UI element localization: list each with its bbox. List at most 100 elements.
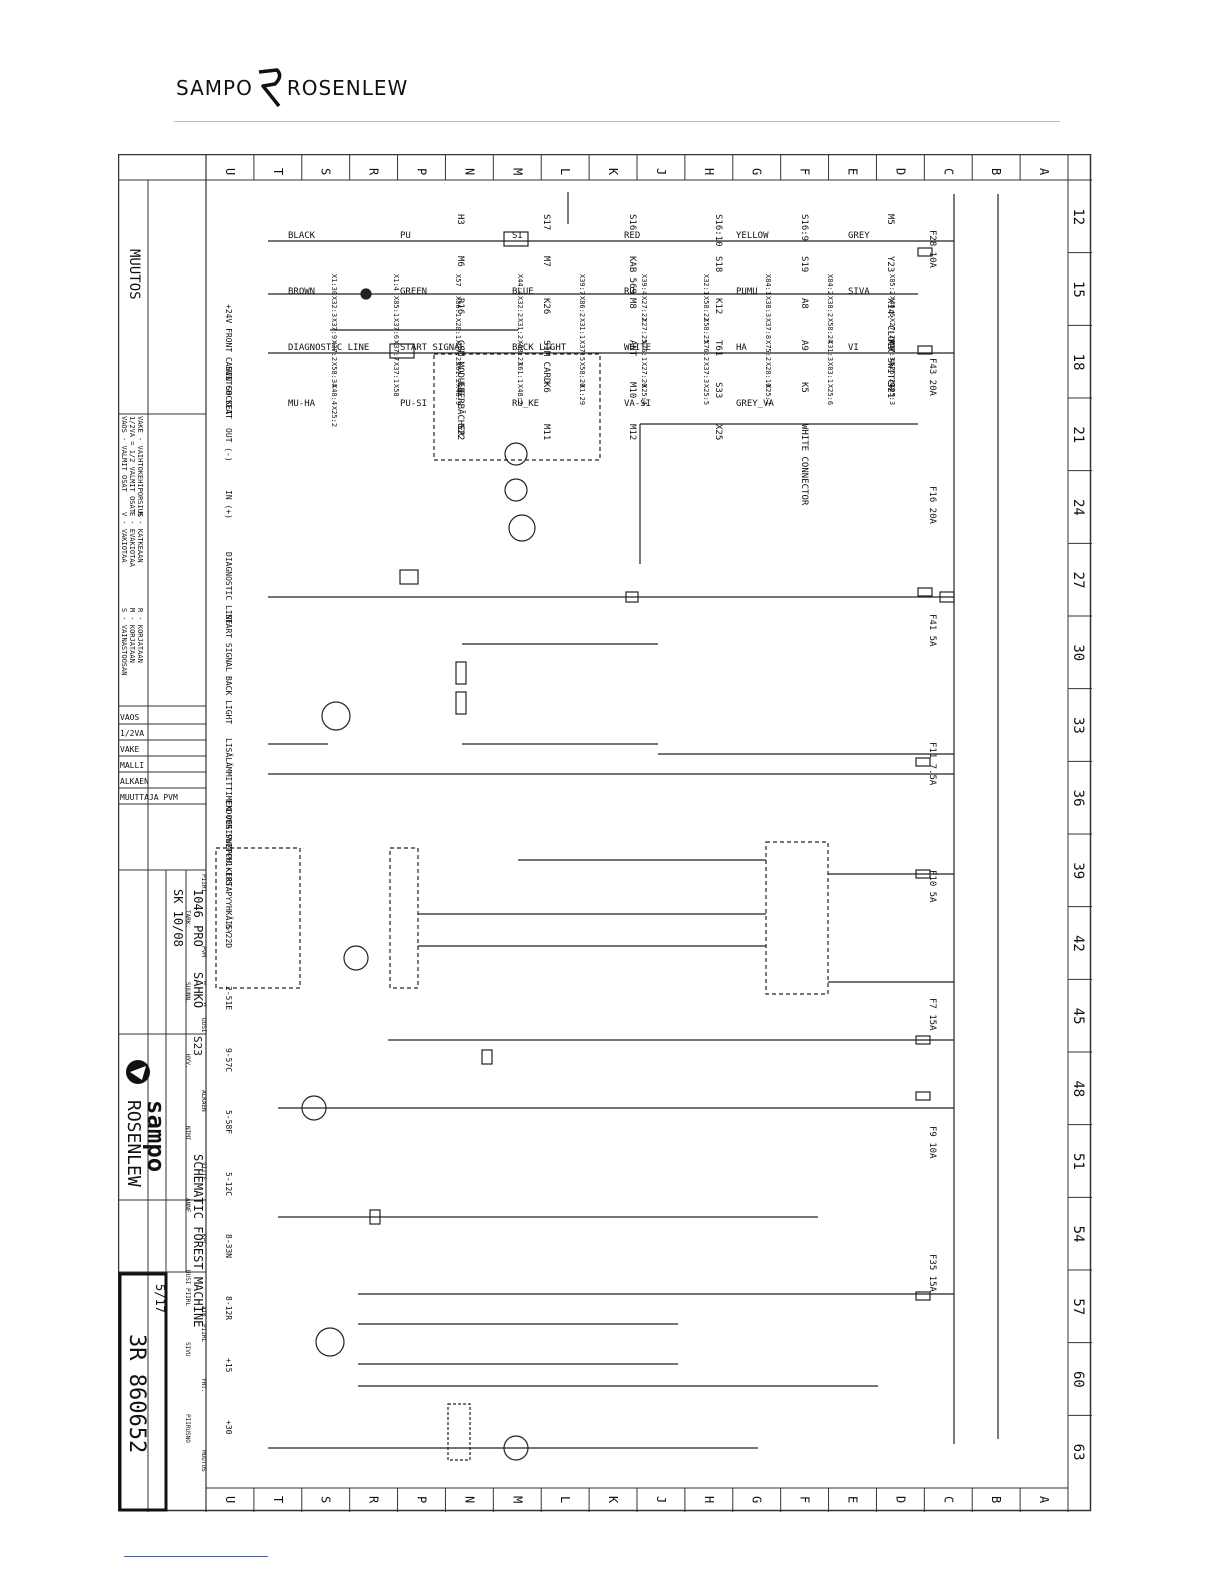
terminal-label: X32:3	[330, 296, 338, 317]
terminal-label: X1:29	[578, 384, 586, 405]
author-label: SK 10/08	[171, 889, 185, 947]
fuse-label: F9 10A	[927, 1126, 937, 1159]
terminal-label: X57	[454, 274, 462, 287]
wire-label: BLACK	[288, 231, 316, 241]
terminal-label: X27:22	[640, 296, 648, 321]
terminal-label: X37:6	[392, 318, 400, 339]
annotation-text: OUT (-)	[224, 428, 233, 462]
drawing-number: 3R 860652	[124, 1334, 149, 1453]
grid-letter-top: M	[510, 168, 524, 175]
component-label: M11	[541, 424, 551, 440]
terminal-label: X25:3	[888, 384, 896, 405]
terminal-label: X39:4	[640, 274, 648, 295]
terminal-label: X58:20	[578, 362, 586, 387]
terminal-label: X86:2	[578, 296, 586, 317]
component-label: M5	[885, 214, 895, 225]
annotation-text: SWITCH SEAT	[224, 366, 233, 419]
schematic-wiring	[215, 192, 999, 1461]
terminal-label: X86:1	[454, 296, 462, 317]
grid-letter-top: B	[989, 168, 1003, 175]
logo-r-mark-icon	[258, 68, 282, 108]
grid-number-right: 57	[1070, 1298, 1086, 1315]
grid-number-right: 42	[1070, 935, 1086, 952]
grid-number-right: 15	[1070, 281, 1086, 298]
sheet-number: 5/17	[153, 1284, 167, 1313]
sampo-rosenlew-logo: SAMPO ROSENLEW	[176, 66, 408, 110]
grid-letter-bottom: C	[941, 1496, 955, 1503]
title-block-small-label: UUSI	[200, 1018, 207, 1033]
grid-number-right: 39	[1070, 862, 1086, 879]
wire-label: MU-HA	[288, 399, 316, 409]
component-label: T61	[713, 340, 723, 356]
grid-letter-bottom: R	[367, 1496, 381, 1504]
revision-row-label: MUUTTAJA PVM	[120, 793, 178, 802]
wire-label: YELLOW	[736, 231, 769, 241]
grid-letter-bottom: D	[893, 1496, 907, 1503]
grid-letter-bottom: A	[1037, 1496, 1051, 1504]
component-label: M7	[541, 256, 551, 267]
terminal-label: X40:6	[888, 296, 896, 317]
terminal-label: X58:24	[826, 318, 834, 343]
terminal-label: X27:20	[640, 362, 648, 387]
fuse-label: F43 20A	[927, 358, 937, 397]
wire-label: VI	[848, 343, 859, 353]
dept-label: SÄHKÖ	[191, 972, 207, 1008]
revision-row-label: ALKAEN	[120, 777, 149, 786]
terminal-label: X28:1	[454, 318, 462, 339]
terminal-label: X76:2	[702, 340, 710, 361]
title-block-small-label: PIIRUSNO	[184, 1414, 191, 1443]
terminal-label: X76:1	[640, 340, 648, 361]
component-label: S22	[455, 424, 465, 440]
grid-number-right: 33	[1070, 717, 1086, 734]
wire-label: PU	[400, 231, 411, 241]
grid-letter-bottom: G	[750, 1496, 764, 1503]
fuse-label: F10 5A	[927, 870, 937, 903]
component-label: X25	[713, 424, 723, 440]
terminal-label: X85:1	[392, 296, 400, 317]
wire-label: RU_KE	[512, 399, 539, 409]
grid-letter-top: U	[223, 168, 237, 175]
grid-letter-top: F	[798, 168, 812, 175]
muutos-label: MUUTOS	[126, 249, 142, 300]
annotation-text: LISÄLÄMMITTIMEN VESIPUMPPU	[224, 738, 234, 863]
component-label: A9	[799, 340, 809, 351]
terminal-label: X37:8	[764, 318, 772, 339]
grid-number-right: 30	[1070, 644, 1086, 661]
wire-label: RU	[624, 287, 635, 297]
fuse-label: F41 5A	[927, 614, 937, 647]
title-block-small-label: ALKAEN	[200, 1090, 207, 1112]
terminal-label: X32:1	[702, 274, 710, 295]
annotation-text: 8-33N	[224, 1234, 233, 1258]
title-block-small-label: TARK.	[184, 910, 191, 928]
title-block-small-label: NIMI	[184, 1126, 191, 1141]
component-label: KAB 569	[627, 256, 637, 294]
grid-number-right: 21	[1070, 426, 1086, 443]
logo-right-word: ROSENLEW	[286, 76, 409, 100]
component-label: A8	[799, 298, 809, 309]
fuse-label: F16 20A	[927, 486, 937, 525]
grid-number-right: 60	[1070, 1371, 1086, 1388]
terminal-label: X32:2	[516, 296, 524, 317]
component-label: M9	[885, 340, 895, 351]
terminal-label: X58:34	[330, 362, 338, 387]
wire-label: BLUE	[512, 287, 534, 297]
grid-letter-top: S	[319, 168, 333, 175]
grid-letter-top: L	[558, 168, 572, 175]
title-block-small-label: ANNE	[184, 1198, 191, 1213]
component-label: K12	[713, 298, 723, 314]
component-label: M10	[627, 382, 637, 398]
grid-letter-bottom: H	[702, 1496, 716, 1503]
grid-letter-top: T	[271, 168, 285, 175]
terminal-label: X25:5	[702, 384, 710, 405]
terminal-label: X27:34	[888, 340, 896, 365]
brand-bottom: ROSENLEW	[123, 1100, 144, 1187]
grid-number-right: 12	[1070, 208, 1086, 225]
terminal-label: X27:23	[454, 340, 462, 365]
wire-label: GREY_VA	[736, 399, 775, 409]
legend-line: S - VAINASTOOSAN	[120, 608, 128, 675]
component-label: H3	[455, 214, 465, 225]
terminal-label: X44:4	[516, 274, 524, 295]
wire-label: BROWN	[288, 287, 315, 297]
